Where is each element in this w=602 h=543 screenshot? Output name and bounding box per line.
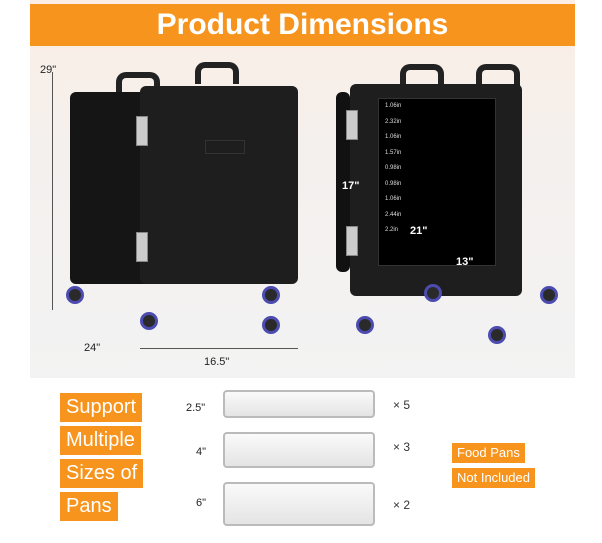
height-line: [52, 72, 53, 310]
wheel: [488, 326, 506, 344]
shelf-spacing: 1.06in: [385, 103, 402, 109]
wheel: [66, 286, 84, 304]
pan-depth: 4": [196, 446, 207, 458]
support-tag: Support: [60, 393, 143, 422]
wheel: [356, 316, 374, 334]
hinge: [136, 232, 148, 262]
pan-qty: × 3: [393, 440, 411, 454]
hinge: [346, 226, 358, 256]
handle: [476, 64, 520, 86]
door-latch: [205, 140, 245, 154]
pan-qty: × 5: [393, 398, 411, 412]
interior-height-label: 17": [342, 180, 360, 192]
not-included-note: Not Included: [452, 468, 535, 488]
handle: [195, 62, 239, 84]
shelf-spacing: 0.98in: [385, 180, 402, 187]
width-line: [140, 348, 298, 349]
pan-depth: 2.5": [186, 402, 206, 414]
food-pans-note: Food Pans: [452, 443, 525, 463]
hinge: [346, 110, 358, 140]
wheel: [262, 316, 280, 334]
wheel: [262, 286, 280, 304]
food-pan-small: [223, 390, 375, 418]
pan-depth: 6": [196, 497, 207, 509]
depth-label: 24": [84, 342, 101, 354]
interior-width-label: 13": [456, 256, 474, 268]
handle: [116, 72, 160, 94]
pan-qty: × 2: [393, 498, 411, 512]
food-pan-medium: [223, 432, 375, 468]
cart-interior: 1.06in 2.32in 1.06in 1.57in 0.98in 0.98i…: [378, 98, 496, 266]
shelf-spacing: 1.06in: [385, 196, 402, 202]
wheel: [424, 284, 442, 302]
width-label: 16.5": [204, 356, 230, 368]
support-tag: Sizes of: [60, 459, 144, 488]
shelf-spacing: 2.2in: [385, 227, 399, 233]
page-title: Product Dimensions: [30, 4, 575, 46]
shelf-spacing: 1.57in: [385, 149, 402, 156]
interior-depth-label: 21": [410, 225, 428, 237]
shelf-spacing: 2.44in: [385, 211, 402, 218]
support-tag: Multiple: [60, 426, 141, 455]
wheel: [140, 312, 158, 330]
support-tag: Pans: [60, 492, 118, 521]
shelf-spacing: 2.32in: [385, 118, 402, 125]
height-label: 29": [40, 64, 57, 76]
wheel: [540, 286, 558, 304]
food-pan-large: [223, 482, 375, 526]
shelf-spacing: 1.06in: [385, 134, 402, 140]
cart-front-door: [140, 86, 298, 284]
handle: [400, 64, 444, 86]
shelf-spacing: 0.98in: [385, 165, 402, 171]
hinge: [136, 116, 148, 146]
